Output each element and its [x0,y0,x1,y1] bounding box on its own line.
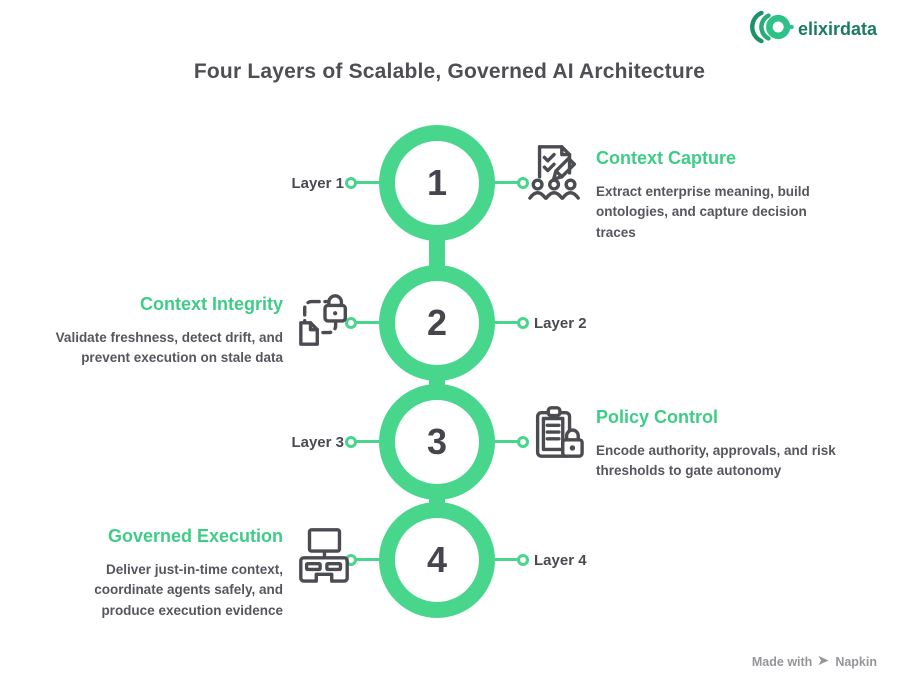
layer-4-heading: Governed Execution [107,526,283,546]
connector-line [477,440,519,443]
layer-1-content: Context Capture Extract enterprise meani… [596,148,844,243]
connector-line [477,321,519,324]
connector-dot [517,317,529,329]
brand-logo: elixirdata [750,8,877,51]
page-title: Four Layers of Scalable, Governed AI Arc… [193,60,706,83]
connector-dot [517,554,529,566]
clipboard-lock-icon [527,404,585,462]
layer-1-label: Layer 1 [291,175,344,192]
connector-line [477,181,519,184]
layer-2-number: 2 [426,302,448,343]
layer-4-node: 4 [379,502,495,618]
layer-3-label: Layer 3 [291,434,344,451]
lock-document-icon [296,290,354,348]
made-with-credit: Made with Napkin [752,654,877,670]
workstation-desk-icon [295,525,353,583]
layer-4-number: 4 [426,539,448,580]
checklist-pen-people-icon [527,142,585,200]
layer-4-label: Layer 4 [534,552,587,569]
layer-2-content: Context Integrity Validate freshness, de… [7,294,283,369]
elixirdata-sphere-icon [750,8,794,51]
layer-3-number: 3 [426,421,448,462]
connector-dot [345,436,357,448]
connector-line [477,558,519,561]
napkin-pen-icon [817,654,830,670]
connector-line [356,181,398,184]
layer-3-node: 3 [379,384,495,500]
layer-2-heading: Context Integrity [139,294,283,314]
layer-2-node: 2 [379,265,495,381]
brand-name: elixirdata [797,19,877,39]
layer-1-node: 1 [379,125,495,241]
connector-line [356,440,398,443]
connector-dot [345,177,357,189]
layer-3-content: Policy Control Encode authority, approva… [596,407,840,482]
layer-3-description: Encode authority, approvals, and risk th… [596,443,836,479]
connector-dot [345,317,357,329]
layer-1-heading: Context Capture [596,148,737,168]
connector-line [356,321,398,324]
layer-2-label: Layer 2 [534,315,587,332]
layer-4-content: Governed Execution Deliver just-in-time … [59,526,283,621]
connector-dot [517,177,529,189]
connector-dot [517,436,529,448]
connector-line [356,558,398,561]
layer-3-heading: Policy Control [596,407,719,427]
layer-4-description: Deliver just-in-time context, coordinate… [94,562,283,618]
layer-1-description: Extract enterprise meaning, build ontolo… [596,184,810,240]
credit-prefix: Made with [751,655,813,669]
layer-2-description: Validate freshness, detect drift, and pr… [55,330,283,366]
layer-1-number: 1 [426,162,448,203]
credit-brand: Napkin [835,655,877,669]
